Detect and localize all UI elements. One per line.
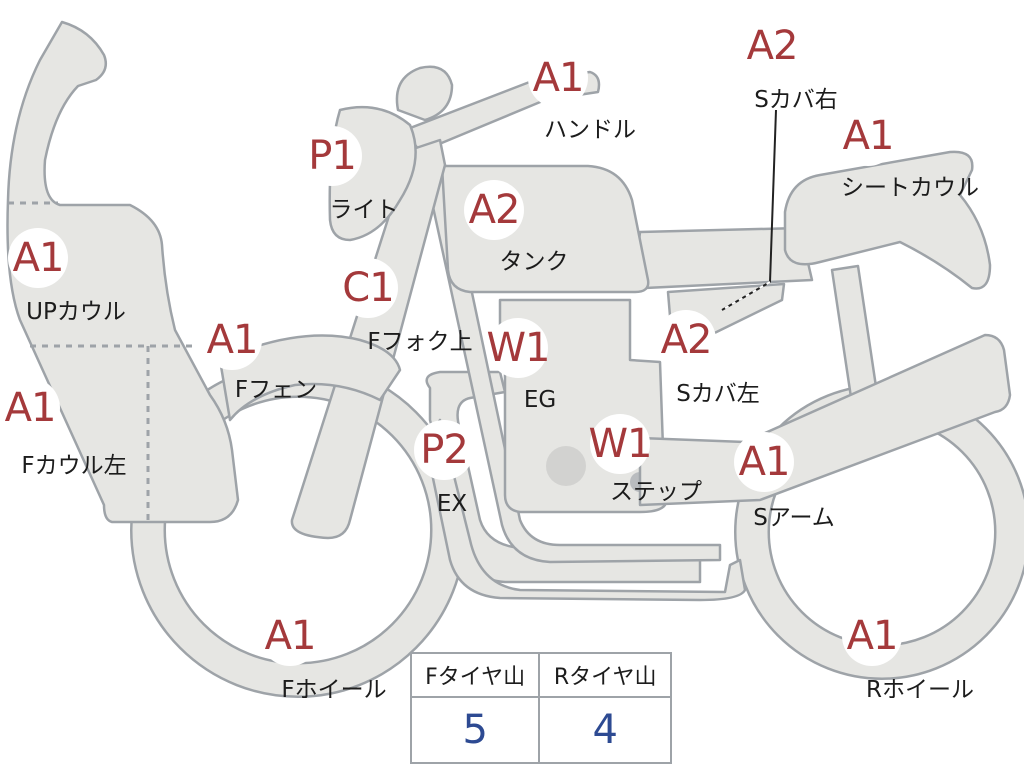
light-grade-marker: P1 (302, 126, 362, 186)
exhaust-grade-marker: P2 (414, 420, 474, 480)
fwheel-grade-marker: A1 (260, 606, 320, 666)
seat-cowl-shape (783, 150, 992, 290)
tank-label: タンク (499, 249, 569, 275)
step-grade-marker: W1 (589, 414, 653, 474)
scover-right-label: Sカバ右 (754, 87, 838, 113)
engine-label: EG (523, 387, 557, 413)
rear-tire-tread-header: Rタイヤ山 (538, 652, 672, 698)
front-tire-tread-value: 5 (409, 696, 541, 764)
scover-right-grade-marker: A2 (742, 16, 802, 76)
fcowl-left-grade-marker: A1 (0, 378, 60, 438)
mirror-shape (395, 65, 454, 122)
scover-right-leader-dash (721, 281, 771, 311)
exhaust-lower-shape (423, 418, 747, 602)
ffender-grade-marker: A1 (202, 310, 262, 370)
seat-stay-shape (830, 264, 880, 406)
ffender-label: Fフェン (234, 377, 318, 403)
handle-label: ハンドル (544, 117, 636, 143)
upcowl-label: UPカウル (26, 299, 126, 325)
upcowl-grade-marker: A1 (8, 228, 68, 288)
fwheel-label: Fホイール (281, 677, 387, 703)
engine-cover-shape (546, 446, 586, 486)
rwheel-label: Rホイール (866, 677, 974, 703)
ffork-upper-grade-marker: C1 (338, 258, 398, 318)
exhaust-label: EX (436, 491, 468, 517)
front-fender-shape (218, 334, 402, 422)
step-label: ステップ (610, 479, 702, 505)
seat-cowl-grade-marker: A1 (838, 106, 898, 166)
ffork-upper-label: Fフォク上 (367, 329, 473, 355)
scover-left-grade-marker: A2 (656, 310, 716, 370)
rear-tire-tread-value: 4 (538, 696, 672, 764)
swingarm-label: Sアーム (753, 505, 835, 531)
swingarm-shape (638, 333, 1012, 507)
engine-grade-marker: W1 (487, 318, 551, 378)
light-label: ライト (329, 197, 399, 223)
scover-left-label: Sカバ左 (676, 381, 760, 407)
frame-shape (423, 163, 722, 564)
handle-grade-marker: A1 (528, 48, 588, 108)
swingarm-grade-marker: A1 (734, 432, 794, 492)
rwheel-grade-marker: A1 (842, 606, 902, 666)
tank-grade-marker: A2 (464, 180, 524, 240)
seat-cowl-label: シートカウル (841, 175, 979, 201)
fcowl-left-label: Fカウル左 (21, 453, 127, 479)
tire-tread-table: Fタイヤ山 Rタイヤ山 5 4 (409, 652, 672, 764)
front-fork-shape (290, 138, 447, 540)
front-tire-tread-header: Fタイヤ山 (409, 652, 541, 698)
